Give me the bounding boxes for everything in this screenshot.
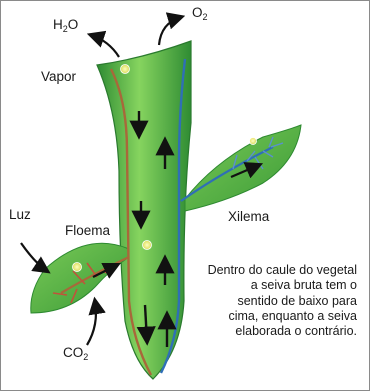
light-spark [121, 65, 130, 74]
co2-arrow [87, 301, 96, 345]
light-spark [250, 138, 257, 145]
carbon-dioxide-label: CO2 [63, 345, 88, 362]
water-label: H2O [53, 17, 78, 34]
oxygen-arrow [159, 17, 181, 45]
vapor-label: Vapor [41, 69, 76, 84]
oxygen-label: O2 [192, 5, 208, 22]
water-vapor-arrow [91, 35, 119, 57]
sap-direction-caption: Dentro do caule do vegetal a seiva bruta… [207, 263, 357, 339]
light-spark [143, 241, 152, 250]
light-spark [73, 263, 82, 272]
luz-label: Luz [9, 207, 31, 222]
right-leaf [185, 125, 301, 211]
floema-label: Floema [65, 223, 110, 238]
light-arrow [21, 243, 47, 271]
xilema-label: Xilema [228, 209, 269, 224]
